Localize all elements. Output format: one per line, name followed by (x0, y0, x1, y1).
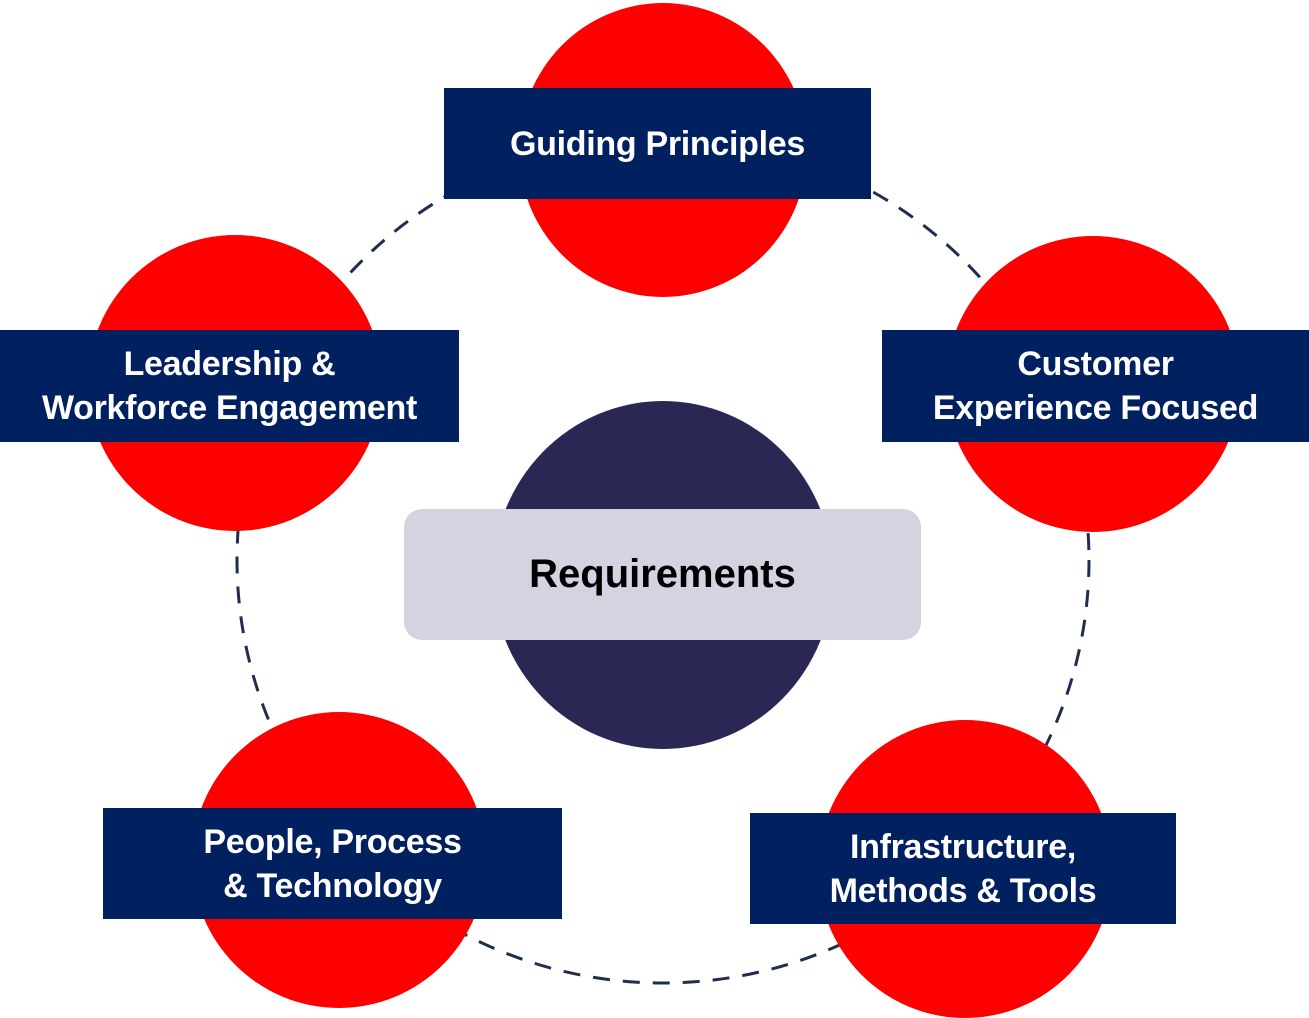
guiding-principles-label: Guiding Principles (444, 88, 871, 199)
customer-experience-label: Customer Experience Focused (882, 330, 1309, 442)
people-process-label: People, Process & Technology (103, 808, 562, 919)
guiding-principles-text: Guiding Principles (510, 124, 805, 163)
requirements-text: Requirements (529, 552, 796, 596)
customer-experience-text: Customer Experience Focused (932, 345, 1259, 427)
requirements-label: Requirements (404, 509, 921, 640)
infrastructure-label: Infrastructure, Methods & Tools (750, 813, 1176, 924)
leadership-label: Leadership & Workforce Engagement (0, 330, 459, 442)
people-process-text: People, Process & Technology (203, 822, 462, 905)
leadership-text: Leadership & Workforce Engagement (41, 345, 417, 427)
infrastructure-text: Infrastructure, Methods & Tools (829, 827, 1097, 910)
